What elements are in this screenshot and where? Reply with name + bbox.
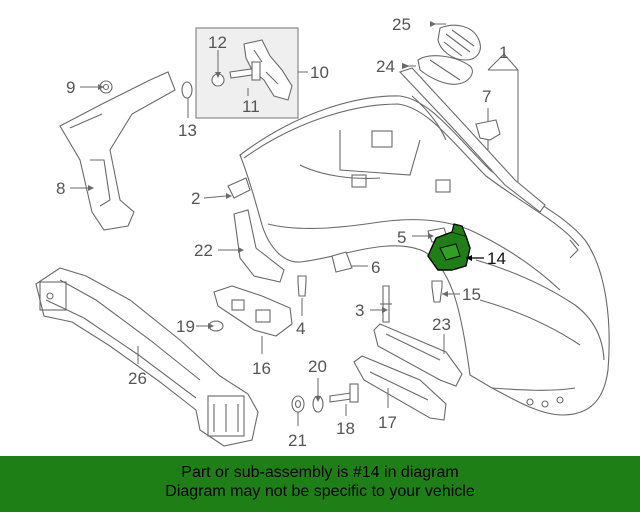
callout-24: 24 [376, 57, 395, 76]
callout-3: 3 [355, 301, 364, 320]
part-21-nut [291, 395, 305, 413]
upper-trim-strip [399, 67, 546, 213]
callout-7: 7 [482, 87, 491, 106]
part-18-bolt [329, 383, 359, 403]
part-3-pin [380, 285, 392, 323]
callout-11: 11 [242, 97, 260, 116]
sub-assembly-box-10 [195, 27, 299, 119]
callout-9: 9 [66, 78, 75, 97]
part-4-bolt [297, 275, 307, 297]
callout-6: 6 [371, 258, 380, 277]
callout-26: 26 [128, 369, 147, 388]
part-8-bracket [59, 71, 176, 231]
callout-19: 19 [176, 317, 195, 336]
callout-23: 23 [432, 315, 451, 334]
part-13-nut [181, 81, 193, 99]
callout-14-highlighted: 14 [487, 249, 506, 268]
callout-16: 16 [252, 359, 271, 378]
leader-arrowheads [88, 21, 472, 402]
part-17-bracket [353, 355, 447, 421]
callout-21: 21 [288, 431, 307, 450]
callout-12: 12 [208, 33, 227, 52]
callout-10: 10 [310, 63, 329, 82]
banner-line-disclaimer: Diagram may not be specific to your vehi… [165, 483, 475, 500]
part-26-impact-bar [35, 267, 259, 447]
leader-lines [70, 23, 519, 426]
part-22-bracket [233, 209, 285, 283]
exploded-parts-diagram: 1 2 3 4 5 6 7 8 9 10 11 12 13 14 15 16 1… [35, 15, 610, 450]
part-23-bracket [373, 323, 463, 387]
callout-1: 1 [499, 43, 508, 62]
part-24-reflector [417, 55, 473, 85]
callout-13: 13 [178, 121, 197, 140]
part-14-bracket-highlighted [427, 223, 471, 271]
callout-25: 25 [392, 15, 411, 34]
callout-2: 2 [191, 189, 200, 208]
callout-22: 22 [194, 241, 213, 260]
part-6-clip [331, 251, 353, 273]
callout-15: 15 [462, 285, 481, 304]
part-7-clip [475, 119, 501, 150]
callout-8: 8 [56, 179, 65, 198]
part-2-clip [227, 177, 251, 199]
callout-labels: 1 2 3 4 5 6 7 8 9 10 11 12 13 14 15 16 1… [56, 15, 508, 450]
callout-5: 5 [397, 228, 406, 247]
part-16-bracket [213, 285, 293, 337]
vehicle-fit-notice-banner: Part or sub-assembly is #14 in diagram D… [0, 456, 640, 512]
bumper-cover [239, 95, 610, 416]
part-15-bolt [431, 280, 443, 303]
callout-17: 17 [378, 413, 397, 432]
part-25-reflector [437, 24, 481, 61]
callout-4: 4 [296, 319, 305, 338]
banner-line-part-number: Part or sub-assembly is #14 in diagram [181, 464, 459, 481]
callout-20: 20 [308, 357, 327, 376]
callout-18: 18 [336, 419, 355, 438]
